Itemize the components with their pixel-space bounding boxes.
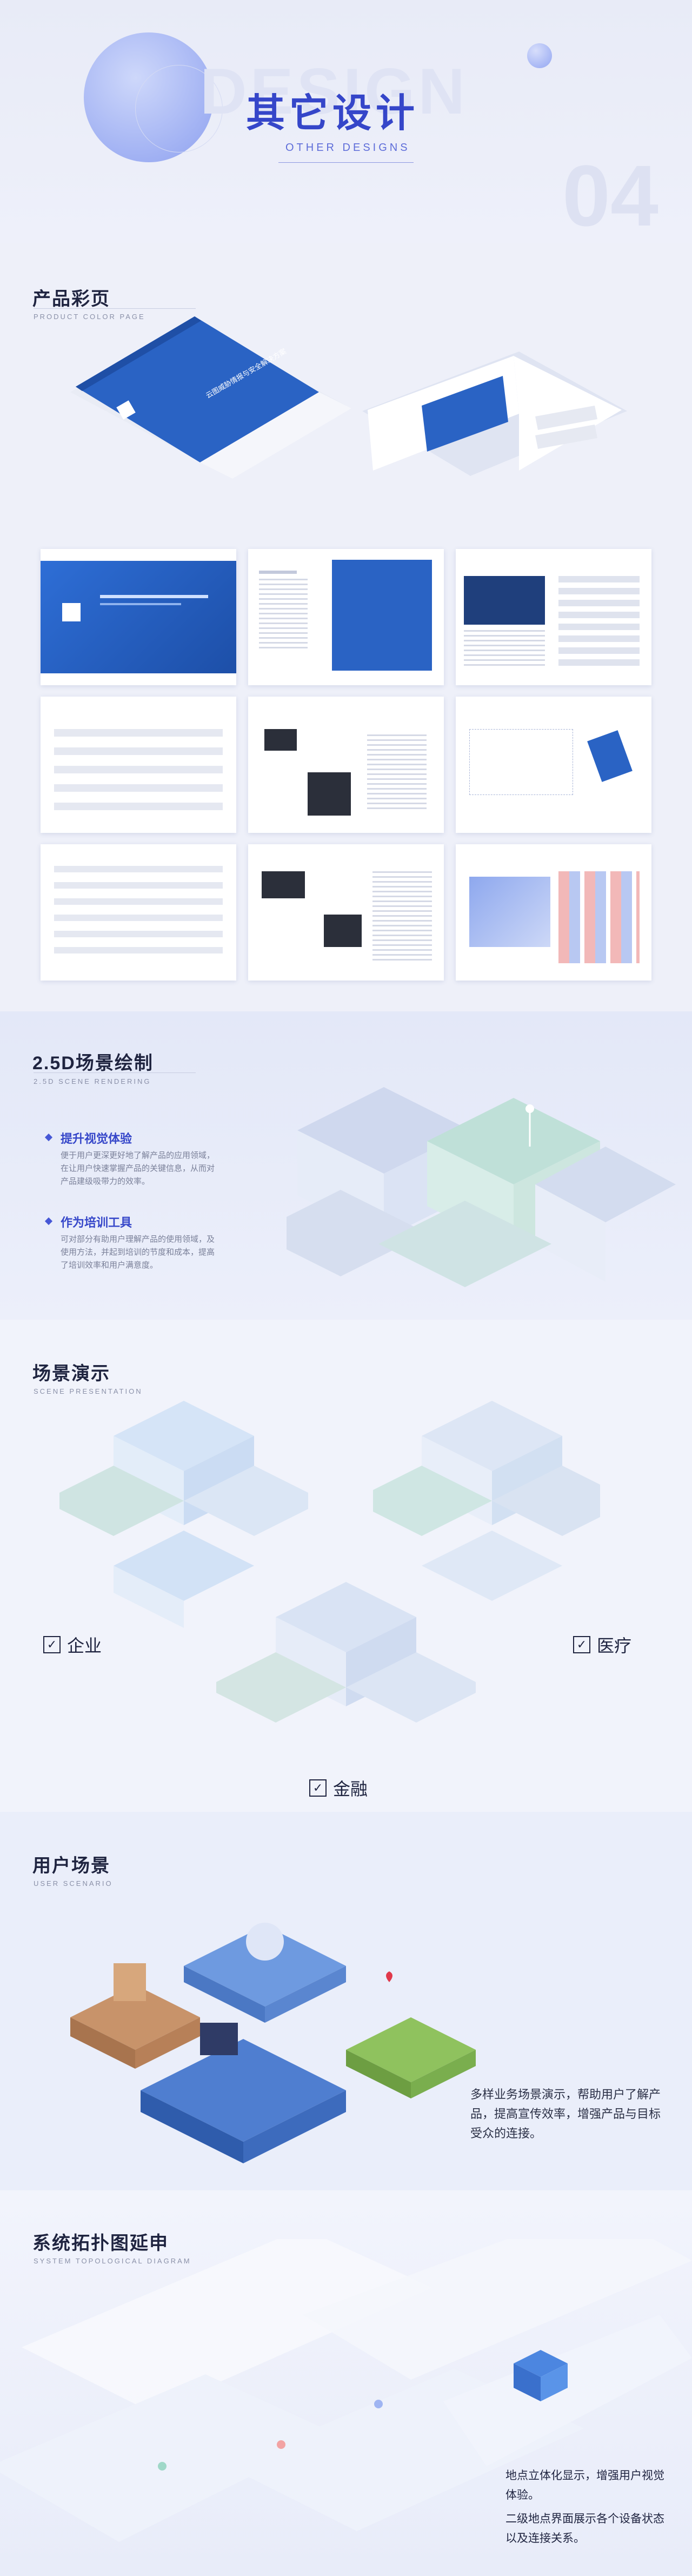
finance-rooms-illustration: [216, 1582, 476, 1723]
topology-subtitle: SYSTEM TOPOLOGICAL DIAGRAM: [34, 2257, 191, 2265]
page-subtitle: OTHER DESIGNS: [285, 142, 410, 154]
page-title: 其它设计: [246, 92, 420, 135]
scene-rendering-title: 2.5D场景绘制: [32, 1053, 154, 1074]
enterprise-rooms-illustration: [59, 1401, 308, 1628]
brochure-inner-mockup: [362, 352, 627, 476]
bullet-text-1: 便于用户更深更好地了解产品的应用领域，在让用户快速掌握产品的关键信息，从而对产品…: [61, 1151, 215, 1186]
brochure-cover-mockup: [70, 316, 351, 479]
brochure-section: 产品彩页 PRODUCT COLOR PAGE 云图威胁情报与安全解决方案: [0, 243, 692, 1011]
topology-section: 系统拓扑图延申 SYSTEM TOPOLOGICAL DIAGRAM 地点立体化…: [0, 2190, 692, 2576]
checkbox-checked-icon: ✓: [309, 1779, 327, 1797]
bullet-heading-2: 作为培训工具: [61, 1216, 132, 1229]
finance-label: ✓ 金融: [309, 1776, 368, 1800]
topology-description-2: 二级地点界面展示各个设备状态以及连接关系。: [505, 2513, 664, 2545]
brochure-page-7: [41, 844, 236, 981]
scene-rendering-divider: [34, 1072, 196, 1073]
user-scenario-section: 用户场景 USER SCENARIO 多样业务场景演示，帮助用户了解产品，提高宣…: [0, 1812, 692, 2190]
scene-presentation-subtitle: SCENE PRESENTATION: [34, 1387, 143, 1395]
bullet-heading-1: 提升视觉体验: [61, 1132, 132, 1145]
hero-section: DESIGN 其它设计 OTHER DESIGNS 04: [0, 0, 692, 243]
user-scenario-subtitle: USER SCENARIO: [34, 1879, 113, 1888]
brochure-page-9: [456, 844, 651, 981]
brochure-page-1: [41, 549, 236, 685]
brochure-subtitle: PRODUCT COLOR PAGE: [34, 313, 145, 321]
brochure-page-6: [456, 697, 651, 833]
section-number: 04: [562, 147, 658, 243]
brochure-page-2: [248, 549, 444, 685]
scene-rendering-section: 2.5D场景绘制 2.5D SCENE RENDERING 提升视觉体验 便于用…: [0, 1011, 692, 1320]
user-scenario-title: 用户场景: [32, 1856, 110, 1876]
scene-presentation-title: 场景演示: [32, 1363, 110, 1384]
topology-screens-illustration: [0, 2239, 692, 2542]
medical-label-text: 医疗: [597, 1636, 632, 1655]
hero-outline-circle: [135, 65, 223, 153]
medical-rooms-illustration: [373, 1401, 600, 1601]
scene-presentation-section: 场景演示 SCENE PRESENTATION ✓ 企业 ✓ 医疗 ✓ 金融: [0, 1320, 692, 1812]
bullet-diamond-icon: [44, 1133, 53, 1142]
enterprise-label: ✓ 企业: [43, 1632, 102, 1657]
user-scenario-illustration: [70, 1923, 476, 2163]
brochure-page-3: [456, 549, 651, 685]
scene-rendering-subtitle: 2.5D SCENE RENDERING: [34, 1077, 151, 1085]
hero-subtitle-underline: [278, 162, 414, 163]
topology-description-1: 地点立体化显示，增强用户视觉体验。: [505, 2469, 664, 2501]
finance-label-text: 金融: [333, 1779, 368, 1799]
brochure-divider: [34, 308, 196, 309]
checkbox-checked-icon: ✓: [573, 1636, 590, 1653]
brochure-page-5: [248, 697, 444, 833]
brochure-title: 产品彩页: [32, 289, 110, 309]
bullet-text-2: 可对部分有助用户理解产品的使用领域，及使用方法，并起到培训的节度和成本，提高了培…: [61, 1235, 215, 1270]
enterprise-label-text: 企业: [67, 1636, 102, 1655]
topology-title: 系统拓扑图延申: [32, 2233, 169, 2254]
brochure-page-4: [41, 697, 236, 833]
hero-ghost-text: DESIGN: [200, 55, 469, 128]
user-scenario-description: 多样业务场景演示，帮助用户了解产品，提高宣传效率，增强产品与目标受众的连接。: [470, 2088, 661, 2140]
bullet-diamond-icon: [44, 1217, 53, 1226]
medical-label: ✓ 医疗: [573, 1632, 631, 1657]
isometric-rooms-illustration: [287, 1087, 676, 1287]
checkbox-checked-icon: ✓: [43, 1636, 61, 1653]
brochure-page-8: [248, 844, 444, 981]
hero-small-circle: [527, 43, 552, 68]
